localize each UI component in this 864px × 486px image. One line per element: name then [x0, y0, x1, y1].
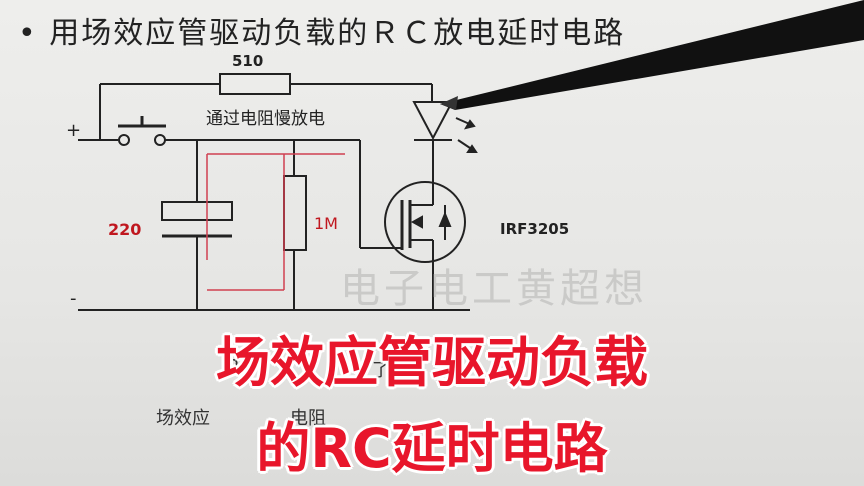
- pen-body: [440, 0, 864, 110]
- discharge-note: 通过电阻慢放电: [206, 109, 325, 129]
- obscured-text-1: 2 S: [228, 356, 257, 377]
- led-arrowhead-1: [463, 119, 476, 130]
- watermark: 电子电工黄超想: [340, 266, 648, 312]
- plus-label: +: [66, 120, 82, 141]
- resistor-510-label: 510: [232, 52, 264, 70]
- resistor-1m: [283, 175, 307, 251]
- switch-contact-left: [118, 134, 130, 146]
- led-arrowhead-2: [466, 144, 478, 153]
- bottom-text-1: 场效应: [156, 408, 210, 429]
- bottom-text-2: 电阻: [290, 408, 326, 429]
- switch-contact-right: [154, 134, 166, 146]
- pen-tip: [440, 96, 458, 110]
- capacitor-label: 220: [108, 220, 142, 239]
- caption-line-2: 的RC延时电路: [256, 417, 608, 480]
- minus-label: -: [70, 288, 77, 309]
- led-triangle: [412, 101, 454, 141]
- mosfet-circle: [384, 181, 466, 263]
- capacitor-plate-top: [161, 201, 233, 221]
- resistor-510: [219, 73, 291, 95]
- mosfet-label: IRF3205: [500, 220, 570, 238]
- slide-title: • 用场效应管驱动负载的ＲＣ放电延时电路: [18, 16, 626, 51]
- obscured-text-2: 了: [372, 360, 390, 381]
- mosfet-arrow: [410, 215, 423, 229]
- mosfet-body-diode: [438, 211, 452, 227]
- resistor-1m-label: 1M: [314, 214, 338, 233]
- caption-line-1: 场效应管驱动负载: [216, 331, 648, 394]
